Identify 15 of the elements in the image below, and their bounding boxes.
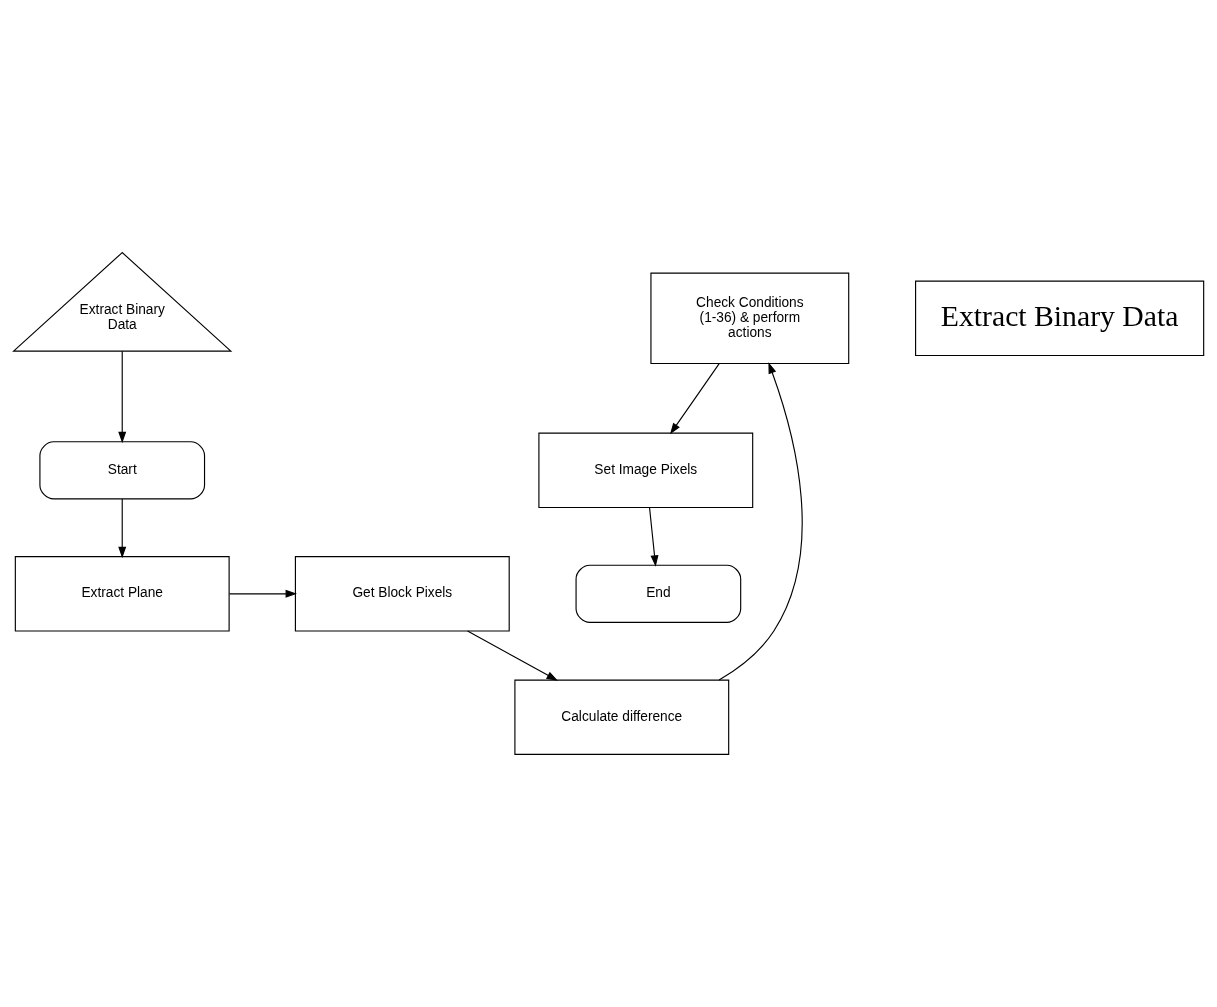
node-box: Extract Plane xyxy=(14,556,230,632)
node-box: Extract Binary Data xyxy=(915,280,1205,357)
node-box: Calculate difference xyxy=(514,679,730,755)
arrow xyxy=(648,506,659,567)
arrow xyxy=(228,589,297,598)
node-box: End xyxy=(575,564,742,623)
node-box: Check Conditions (1-36) & perform actions xyxy=(650,272,850,365)
arrow xyxy=(467,630,558,681)
node-box: Get Block Pixels xyxy=(294,556,510,632)
arrow xyxy=(118,350,127,444)
arrow xyxy=(718,362,803,681)
node-box: Start xyxy=(39,441,206,500)
arrow xyxy=(670,363,720,435)
arrow xyxy=(118,498,127,559)
node-box: Set Image Pixels xyxy=(538,432,754,509)
